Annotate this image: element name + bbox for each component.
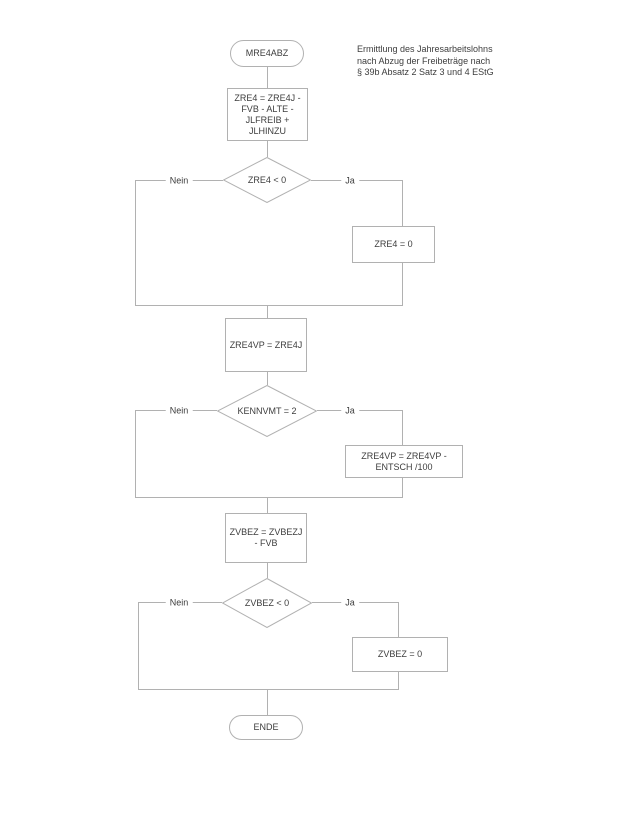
connector-adjust-zre4vp-down <box>402 478 403 497</box>
decision-kennvmt-label: KENNVMT = 2 <box>237 405 297 416</box>
branch-label-kennvmt-ja: Ja <box>341 405 359 417</box>
branch-label-zvbez-nein: Nein <box>165 597 193 609</box>
decision-zre4-diamond-shape <box>223 157 311 203</box>
process-set-zvbez-zero: ZVBEZ = 0 <box>352 637 448 672</box>
start-terminal: MRE4ABZ <box>230 40 304 67</box>
process-set-zvbez-zero-label: ZVBEZ = 0 <box>377 649 423 659</box>
connector-kennvmt-ja-vertical <box>402 410 403 445</box>
diagram-annotation: Ermittlung des Jahresarbeitslohns nach A… <box>357 44 494 77</box>
branch-label-zre4-nein: Nein <box>165 175 193 187</box>
connector-start-to-assign-zre4 <box>267 67 268 88</box>
process-assign-zre4: ZRE4 = ZRE4J - FVB - ALTE - JLFREIB + JL… <box>227 88 308 141</box>
connector-zre4-nein-vertical <box>135 180 136 305</box>
connector-set-zre4-zero-down <box>402 263 403 305</box>
branch-label-zvbez-ja: Ja <box>341 597 359 609</box>
process-assign-zvbez-label: ZVBEZ = ZVBEZJ - FVB <box>229 527 303 548</box>
connector-kennvmt-ja-horizontal <box>317 410 402 411</box>
decision-zvbez-diamond-shape <box>222 578 312 628</box>
connector-merge-2 <box>135 497 403 498</box>
decision-zvbez-label: ZVBEZ < 0 <box>244 597 290 608</box>
decision-kennvmt-diamond-shape <box>217 385 317 437</box>
process-assign-zre4vp-label: ZRE4VP = ZRE4J <box>229 339 303 350</box>
decision-zre4: ZRE4 < 0 <box>223 157 311 203</box>
connector-merge-1 <box>135 305 403 306</box>
connector-assign-zvbez-to-decision <box>267 563 268 578</box>
connector-kennvmt-nein-vertical <box>135 410 136 497</box>
end-terminal: ENDE <box>229 715 303 740</box>
decision-kennvmt: KENNVMT = 2 <box>217 385 317 437</box>
end-terminal-label: ENDE <box>253 722 279 732</box>
process-assign-zre4-label: ZRE4 = ZRE4J - FVB - ALTE - JLFREIB + JL… <box>234 92 301 136</box>
decision-zre4-label: ZRE4 < 0 <box>247 174 287 185</box>
connector-assign-zre4-to-decision <box>267 141 268 157</box>
branch-label-kennvmt-nein: Nein <box>165 405 193 417</box>
connector-set-zvbez-zero-down <box>398 672 399 689</box>
connector-zvbez-ja-vertical <box>398 602 399 637</box>
process-assign-zre4vp: ZRE4VP = ZRE4J <box>225 318 307 372</box>
connector-merge-2-down <box>267 497 268 513</box>
process-adjust-zre4vp-label: ZRE4VP = ZRE4VP - ENTSCH /100 <box>361 450 447 472</box>
process-adjust-zre4vp: ZRE4VP = ZRE4VP - ENTSCH /100 <box>345 445 463 478</box>
connector-merge-1-down <box>267 305 268 318</box>
process-set-zre4-zero-label: ZRE4 = 0 <box>374 239 413 249</box>
branch-label-zre4-ja: Ja <box>341 175 359 187</box>
connector-zre4-ja-vertical <box>402 180 403 226</box>
connector-zvbez-nein-vertical <box>138 602 139 689</box>
connector-merge-3-to-end <box>267 689 268 715</box>
start-terminal-label: MRE4ABZ <box>245 48 289 58</box>
process-set-zre4-zero: ZRE4 = 0 <box>352 226 435 263</box>
process-assign-zvbez: ZVBEZ = ZVBEZJ - FVB <box>225 513 307 563</box>
connector-assign-zre4vp-to-decision <box>267 372 268 385</box>
connector-merge-3 <box>138 689 399 690</box>
decision-zvbez: ZVBEZ < 0 <box>222 578 312 628</box>
